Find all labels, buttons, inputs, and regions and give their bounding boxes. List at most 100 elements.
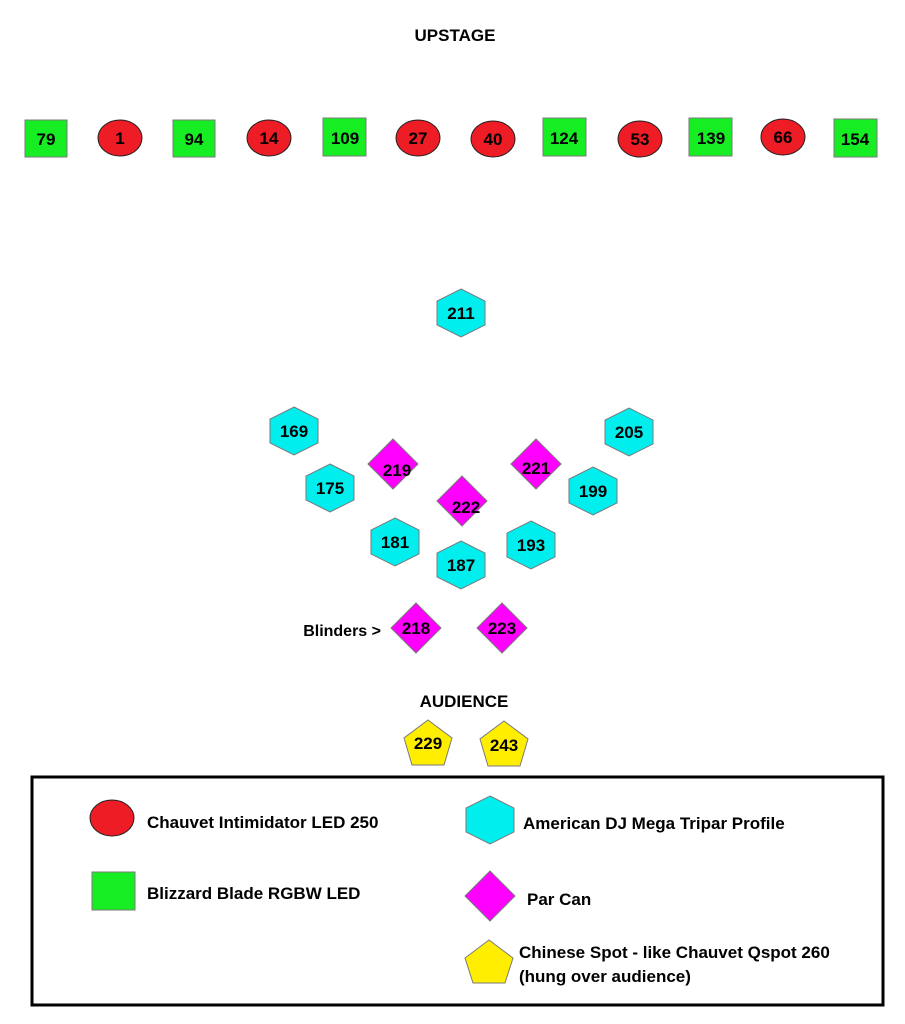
legend-label: American DJ Mega Tripar Profile [523, 814, 785, 833]
fixture-number: 199 [579, 482, 607, 501]
tripar-fixture[interactable]: 169 [269, 406, 319, 456]
ellipse-icon [89, 799, 135, 837]
legend-item-parcan: Par Can [464, 870, 591, 922]
blade-fixture[interactable]: 109 [322, 117, 367, 157]
ellipse-icon [246, 119, 292, 157]
intimidator-fixture[interactable]: 40 [470, 120, 516, 158]
ellipse-icon [97, 119, 143, 157]
hexagon-icon [370, 517, 420, 567]
blade-fixture[interactable]: 154 [833, 118, 878, 158]
upstage-label: UPSTAGE [415, 26, 496, 45]
ellipse-icon [617, 120, 663, 158]
diamond-icon [510, 438, 562, 490]
hexagon-icon [436, 540, 486, 590]
fixture-number: 1 [115, 129, 124, 148]
fixture-number: 94 [185, 130, 204, 149]
tripar-fixture[interactable]: 193 [506, 520, 556, 570]
hexagon-icon [568, 466, 618, 516]
tripar-fixture[interactable]: 205 [604, 407, 654, 457]
legend-label: Chauvet Intimidator LED 250 [147, 813, 378, 832]
fixture-number: 205 [615, 423, 643, 442]
blinders-label: Blinders > [303, 623, 381, 640]
fixture-number: 243 [490, 736, 518, 755]
square-icon [322, 117, 367, 157]
tripar-fixtures: 211 169 205 175 199 181 193 187 [269, 288, 654, 590]
diamond-icon [476, 602, 528, 654]
fixture-number: 193 [517, 536, 545, 555]
diamond-icon [367, 438, 419, 490]
blade-fixture[interactable]: 94 [172, 119, 216, 158]
hexagon-icon [506, 520, 556, 570]
tripar-fixture[interactable]: 181 [370, 517, 420, 567]
parcan-fixture[interactable]: 221 [510, 438, 562, 490]
legend: Chauvet Intimidator LED 250 Blizzard Bla… [30, 775, 885, 1007]
parcan-fixtures: 219 221 222 218 223 [367, 438, 562, 654]
ellipse-icon [760, 118, 806, 156]
intimidator-fixture[interactable]: 1 [97, 119, 143, 157]
fixture-number: 221 [522, 459, 550, 478]
hexagon-icon [305, 463, 355, 513]
fixture-number: 223 [488, 619, 516, 638]
hexagon-icon [465, 795, 515, 845]
tripar-fixture[interactable]: 175 [305, 463, 355, 513]
fixture-number: 175 [316, 479, 344, 498]
legend-item-intimidator: Chauvet Intimidator LED 250 [89, 799, 378, 837]
diamond-icon [390, 602, 442, 654]
tripar-fixture[interactable]: 187 [436, 540, 486, 590]
fixture-number: 187 [447, 556, 475, 575]
square-icon [688, 117, 733, 157]
fixture-number: 79 [37, 130, 56, 149]
fixture-number: 139 [697, 129, 725, 148]
fixture-number: 181 [381, 533, 409, 552]
upstage-row: 79 1 94 14 109 27 40 124 [24, 117, 878, 158]
legend-label: Par Can [527, 890, 591, 909]
pentagon-icon [479, 720, 529, 767]
fixture-number: 211 [447, 304, 474, 323]
ellipse-icon [395, 119, 441, 157]
tripar-fixture[interactable]: 211 [436, 288, 486, 338]
blade-fixture[interactable]: 124 [542, 117, 587, 157]
fixture-number: 218 [402, 619, 430, 638]
blade-fixture[interactable]: 139 [688, 117, 733, 157]
pentagon-icon [464, 939, 514, 984]
parcan-fixture[interactable]: 222 [436, 475, 488, 527]
pentagon-icon [403, 719, 453, 766]
spot-fixture[interactable]: 229 [403, 719, 453, 766]
blade-fixture[interactable]: 79 [24, 119, 68, 158]
fixture-number: 229 [414, 734, 442, 753]
fixture-number: 14 [260, 129, 279, 148]
legend-label: Blizzard Blade RGBW LED [147, 884, 360, 903]
fixture-number: 66 [774, 128, 793, 147]
square-icon [91, 871, 136, 911]
square-icon [24, 119, 68, 158]
intimidator-fixture[interactable]: 14 [246, 119, 292, 157]
intimidator-fixture[interactable]: 66 [760, 118, 806, 156]
legend-item-blade: Blizzard Blade RGBW LED [91, 871, 360, 911]
parcan-fixture[interactable]: 223 [476, 602, 528, 654]
fixture-number: 154 [841, 130, 870, 149]
parcan-fixture[interactable]: 218 [390, 602, 442, 654]
intimidator-fixture[interactable]: 53 [617, 120, 663, 158]
legend-item-spot: Chinese Spot - like Chauvet Qspot 260 (h… [464, 939, 830, 986]
hexagon-icon [436, 288, 486, 338]
diamond-icon [464, 870, 516, 922]
spot-fixtures: 229 243 [403, 719, 529, 767]
diamond-icon [436, 475, 488, 527]
ellipse-icon [470, 120, 516, 158]
fixture-number: 219 [383, 461, 411, 480]
spot-fixture[interactable]: 243 [479, 720, 529, 767]
legend-label-sub: (hung over audience) [519, 967, 691, 986]
hexagon-icon [269, 406, 319, 456]
legend-frame [30, 775, 885, 1007]
fixture-number: 124 [550, 129, 579, 148]
tripar-fixture[interactable]: 199 [568, 466, 618, 516]
fixture-number: 27 [409, 129, 428, 148]
fixture-number: 40 [484, 130, 503, 149]
legend-label: Chinese Spot - like Chauvet Qspot 260 [519, 943, 830, 962]
audience-label: AUDIENCE [420, 692, 509, 711]
parcan-fixture[interactable]: 219 [367, 438, 419, 490]
fixture-number: 109 [331, 129, 359, 148]
square-icon [172, 119, 216, 158]
intimidator-fixture[interactable]: 27 [395, 119, 441, 157]
